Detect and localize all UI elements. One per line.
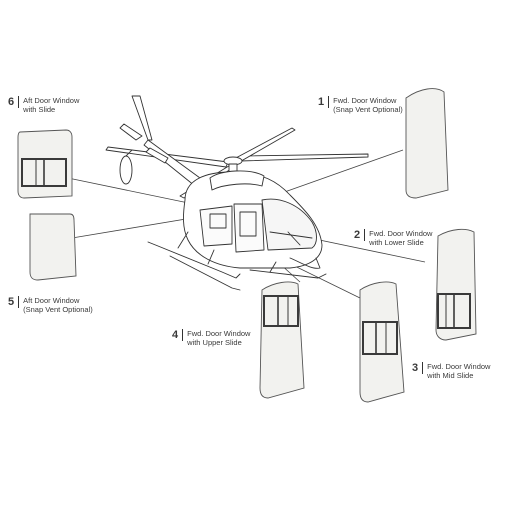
callout-number: 4	[172, 329, 184, 341]
slide-frame-4	[263, 295, 299, 327]
callout-line1: Fwd. Door Window	[333, 96, 397, 105]
panel-4-fwd-upper-slide	[259, 281, 305, 399]
helicopter	[105, 95, 369, 291]
callout-number: 1	[318, 96, 330, 108]
callout-line2: with Upper Slide	[187, 338, 242, 347]
callout-line2: (Snap Vent Optional)	[333, 105, 403, 114]
callout-number: 2	[354, 229, 366, 241]
callout-line1: Fwd. Door Window	[369, 229, 433, 238]
callout-line1: Aft Door Window	[23, 96, 80, 105]
tail-rotor-shaft	[125, 149, 133, 157]
canopy	[261, 198, 317, 251]
callout-5: 5 Aft Door Window(Snap Vent Optional)	[8, 296, 93, 314]
nose-detail	[289, 257, 321, 269]
skid-strut-2	[207, 249, 215, 265]
tail-rotor	[119, 155, 133, 185]
tail-fin	[131, 95, 153, 141]
panel-3-fwd-mid-slide	[359, 281, 405, 403]
slide-frames	[21, 158, 471, 355]
left-skid-rail	[169, 255, 241, 291]
callout-line2: with Mid Slide	[427, 371, 474, 380]
panel-1-fwd-vent	[405, 88, 449, 199]
aft-door-window-outline	[209, 213, 227, 229]
forward-door-window-outline	[239, 211, 257, 237]
callout-1: 1 Fwd. Door Window(Snap Vent Optional)	[318, 96, 403, 114]
tail-stabilizer-right	[145, 147, 169, 164]
callout-line2: with Slide	[23, 105, 56, 114]
callout-number: 5	[8, 296, 20, 308]
engine-cowling	[209, 170, 265, 191]
aft-door	[199, 205, 233, 247]
skid-strut-1	[177, 231, 189, 249]
callout-line1: Fwd. Door Window	[187, 329, 251, 338]
tail-boom	[143, 139, 201, 187]
callout-number: 6	[8, 96, 20, 108]
panel-6-aft-slide	[17, 129, 73, 199]
canopy-strut	[287, 231, 301, 246]
forward-door	[233, 203, 265, 253]
callout-line2: (Snap Vent Optional)	[23, 305, 93, 314]
callout-line2: with Lower Slide	[369, 238, 424, 247]
callout-line1: Fwd. Door Window	[427, 362, 491, 371]
rotor-blade-right	[239, 153, 369, 162]
left-skid	[147, 241, 241, 279]
slide-frame-3	[362, 321, 398, 355]
right-skid	[249, 269, 327, 279]
callout-number: 3	[412, 362, 424, 374]
callout-line1: Aft Door Window	[23, 296, 80, 305]
skid-strut-3	[269, 261, 277, 273]
tail-stabilizer-left	[119, 123, 143, 141]
panel-5-aft-vent	[29, 213, 77, 281]
